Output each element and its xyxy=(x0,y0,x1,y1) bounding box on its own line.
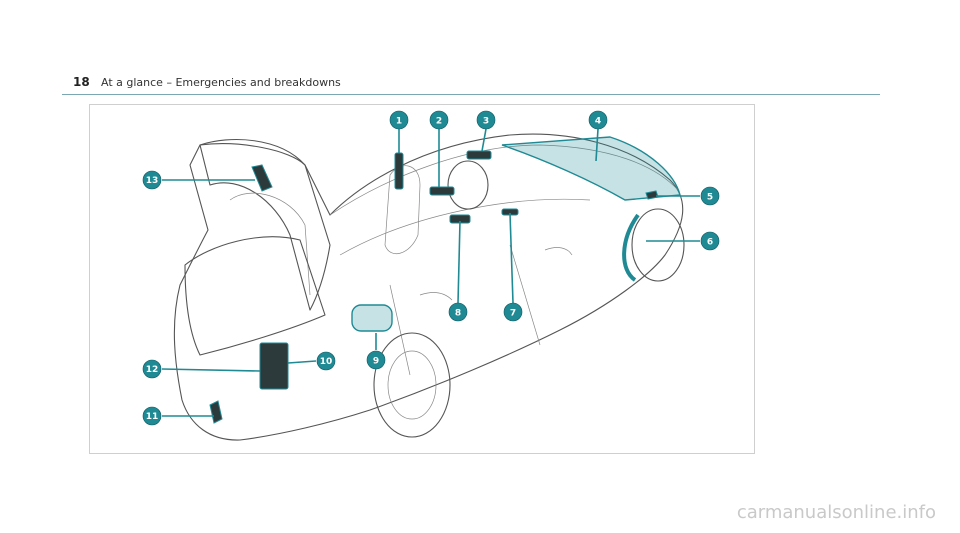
trunk-lid xyxy=(199,143,331,311)
page-header: 18 At a glance – Emergencies and breakdo… xyxy=(62,72,880,95)
part-13-highlight xyxy=(251,164,273,192)
front-wheel xyxy=(631,208,685,282)
callout-11: 11 xyxy=(142,406,162,426)
part-1-highlight xyxy=(394,152,404,190)
callout-9: 9 xyxy=(366,350,386,370)
steering-wheel xyxy=(447,160,489,210)
svg-text:10: 10 xyxy=(320,357,333,367)
trunk-opening xyxy=(184,236,326,356)
rear-wheel xyxy=(373,332,451,438)
windshield-highlight xyxy=(501,136,681,201)
leader-7 xyxy=(509,212,514,304)
svg-text:4: 4 xyxy=(595,117,601,127)
car-overview-figure: 1 2 3 4 5 6 7 8 xyxy=(89,104,755,454)
svg-text:5: 5 xyxy=(707,193,713,203)
svg-text:3: 3 xyxy=(483,117,489,127)
svg-text:7: 7 xyxy=(510,309,516,319)
leader-3 xyxy=(481,128,487,152)
page-number: 18 xyxy=(73,75,90,89)
part-11-highlight xyxy=(209,400,223,424)
svg-text:13: 13 xyxy=(146,176,159,186)
part-5-highlight xyxy=(645,190,659,200)
fuel-flap-highlight xyxy=(351,304,393,332)
svg-text:6: 6 xyxy=(707,238,713,248)
svg-text:12: 12 xyxy=(146,365,159,375)
callout-2: 2 xyxy=(429,110,449,130)
leader-8 xyxy=(457,220,461,304)
car-body-outline xyxy=(173,133,684,441)
leader-10 xyxy=(287,360,317,364)
callout-3: 3 xyxy=(476,110,496,130)
leader-4 xyxy=(595,128,599,162)
svg-text:1: 1 xyxy=(396,117,402,127)
car-illustration: 1 2 3 4 5 6 7 8 xyxy=(142,110,720,441)
callout-4: 4 xyxy=(588,110,608,130)
callout-8: 8 xyxy=(448,302,468,322)
part-2-highlight xyxy=(429,186,455,196)
callout-7: 7 xyxy=(503,302,523,322)
callout-13: 13 xyxy=(142,170,162,190)
callout-12: 12 xyxy=(142,359,162,379)
callout-1: 1 xyxy=(389,110,409,130)
svg-text:2: 2 xyxy=(436,117,442,127)
front-wheel-highlight xyxy=(622,213,640,282)
callout-10: 10 xyxy=(316,351,336,371)
leader-12 xyxy=(161,368,261,372)
svg-text:9: 9 xyxy=(373,357,379,367)
part-3-highlight xyxy=(466,150,492,160)
callout-5: 5 xyxy=(700,186,720,206)
svg-text:8: 8 xyxy=(455,309,461,319)
part-12-highlight xyxy=(259,342,289,390)
section-title: At a glance – Emergencies and breakdowns xyxy=(101,76,341,89)
callout-6: 6 xyxy=(700,231,720,251)
svg-text:11: 11 xyxy=(146,412,159,422)
watermark: carmanualsonline.info xyxy=(736,502,936,523)
